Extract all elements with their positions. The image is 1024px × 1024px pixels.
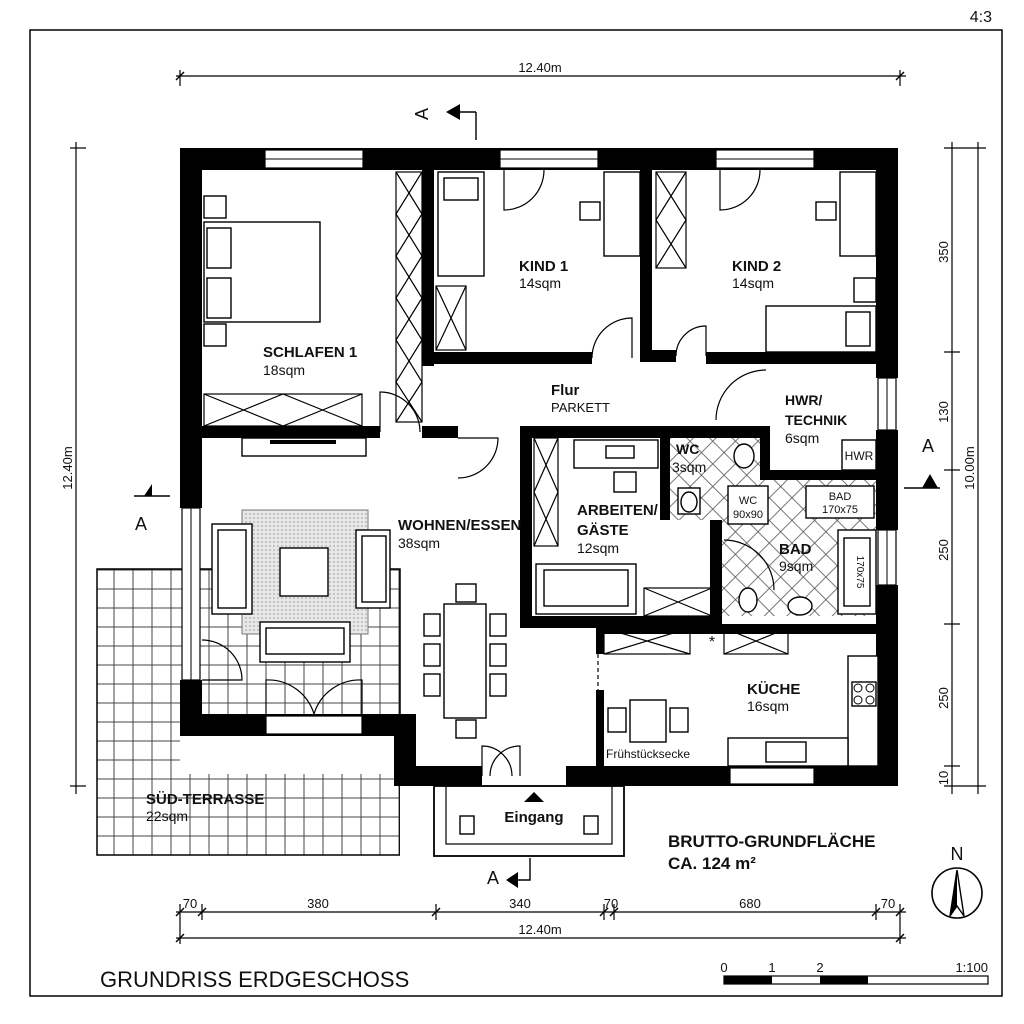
scale-tick: 1 xyxy=(768,960,775,975)
room-wohnen-area: 38sqm xyxy=(398,535,440,551)
room-kind1-area: 14sqm xyxy=(519,275,561,291)
scale-tick: 0 xyxy=(720,960,727,975)
bad-tub-side-size: 170x75 xyxy=(854,556,865,589)
section-marker-left: A xyxy=(135,514,147,534)
dim-right-seg: 350 xyxy=(936,241,951,263)
room-terrasse-area: 22sqm xyxy=(146,808,188,824)
room-arbeiten-area: 12sqm xyxy=(577,540,619,556)
drawing-title: GRUNDRISS ERDGESCHOSS xyxy=(100,967,409,992)
room-kind2-area: 14sqm xyxy=(732,275,774,291)
total-area-value: CA. 124 m² xyxy=(668,854,756,873)
room-hwr-name: TECHNIK xyxy=(785,412,847,428)
doors xyxy=(201,169,767,777)
dim-right-seg: 250 xyxy=(936,539,951,561)
room-kind2-name: KIND 2 xyxy=(732,258,781,275)
room-bad-name: BAD xyxy=(779,541,812,558)
section-marker-top: A xyxy=(412,108,432,120)
room-schlafen-name: SCHLAFEN 1 xyxy=(263,344,357,361)
bad-tub-label: BAD xyxy=(829,491,852,503)
room-arbeiten-name: GÄSTE xyxy=(577,522,629,539)
dim-right-overall: 10.00m xyxy=(962,446,977,489)
room-bad-area: 9sqm xyxy=(779,558,813,574)
dim-bottom-seg: 70 xyxy=(881,896,895,911)
north-arrow-icon: N xyxy=(931,844,983,919)
section-markers: A A A A xyxy=(134,104,940,888)
room-kueche-name: KÜCHE xyxy=(747,681,800,698)
dim-right-seg: 250 xyxy=(936,687,951,709)
room-flur-name: Flur xyxy=(551,382,579,399)
room-wc-name: WC xyxy=(676,441,699,457)
bad-tub-size: 170x75 xyxy=(822,504,858,516)
dim-bottom-seg: 680 xyxy=(739,896,761,911)
room-kind1-name: KIND 1 xyxy=(519,258,568,275)
dimension-ticks xyxy=(175,71,905,943)
scale-tick: 2 xyxy=(816,960,823,975)
dim-bottom-seg: 70 xyxy=(183,896,197,911)
total-area-label: BRUTTO-GRUNDFLÄCHE xyxy=(668,832,875,851)
dim-bottom-seg: 340 xyxy=(509,896,531,911)
room-hwr-area: 6sqm xyxy=(785,430,819,446)
scale-ratio: 1:100 xyxy=(955,960,988,975)
wardrobes xyxy=(203,171,789,655)
bad-shower-size: 90x90 xyxy=(733,509,763,521)
room-schlafen-area: 18sqm xyxy=(263,362,305,378)
page-frame xyxy=(29,29,1003,997)
room-kueche-nook: Frühstücksecke xyxy=(606,747,690,761)
dim-right-seg: 130 xyxy=(936,401,951,423)
north-label: N xyxy=(951,844,964,864)
svg-text:*: * xyxy=(709,634,715,651)
section-marker-right: A xyxy=(922,436,934,456)
room-wc-area: 3sqm xyxy=(672,459,706,475)
room-terrasse-name: SÜD-TERRASSE xyxy=(146,791,264,808)
furniture: * xyxy=(203,171,879,857)
bad-shower-label: WC xyxy=(739,495,757,507)
room-flur-area: PARKETT xyxy=(551,400,610,415)
dim-right-seg: 10 xyxy=(936,771,951,785)
entrance-label: Eingang xyxy=(504,809,563,826)
scale-bar: 0 1 2 1:100 xyxy=(720,960,989,985)
room-wohnen-name: WOHNEN/ESSEN xyxy=(398,517,521,534)
dim-bottom-seg: 380 xyxy=(307,896,329,911)
windows xyxy=(181,149,897,785)
dim-top-overall: 12.40m xyxy=(518,60,561,75)
dim-bottom-seg: 70 xyxy=(604,896,618,911)
room-kueche-area: 16sqm xyxy=(747,698,789,714)
room-labels: SCHLAFEN 1 18sqm KIND 1 14sqm KIND 2 14s… xyxy=(146,258,877,826)
room-arbeiten-name: ARBEITEN/ xyxy=(577,502,659,519)
dimension-lines xyxy=(70,70,986,944)
section-marker-bottom: A xyxy=(487,868,499,888)
ratio-mark: 4:3 xyxy=(970,9,992,26)
dim-left-overall: 12.40m xyxy=(60,446,75,489)
dim-bottom-overall: 12.40m xyxy=(518,922,561,937)
hwr-box-label: HWR xyxy=(845,449,874,463)
room-hwr-name: HWR/ xyxy=(785,392,822,408)
